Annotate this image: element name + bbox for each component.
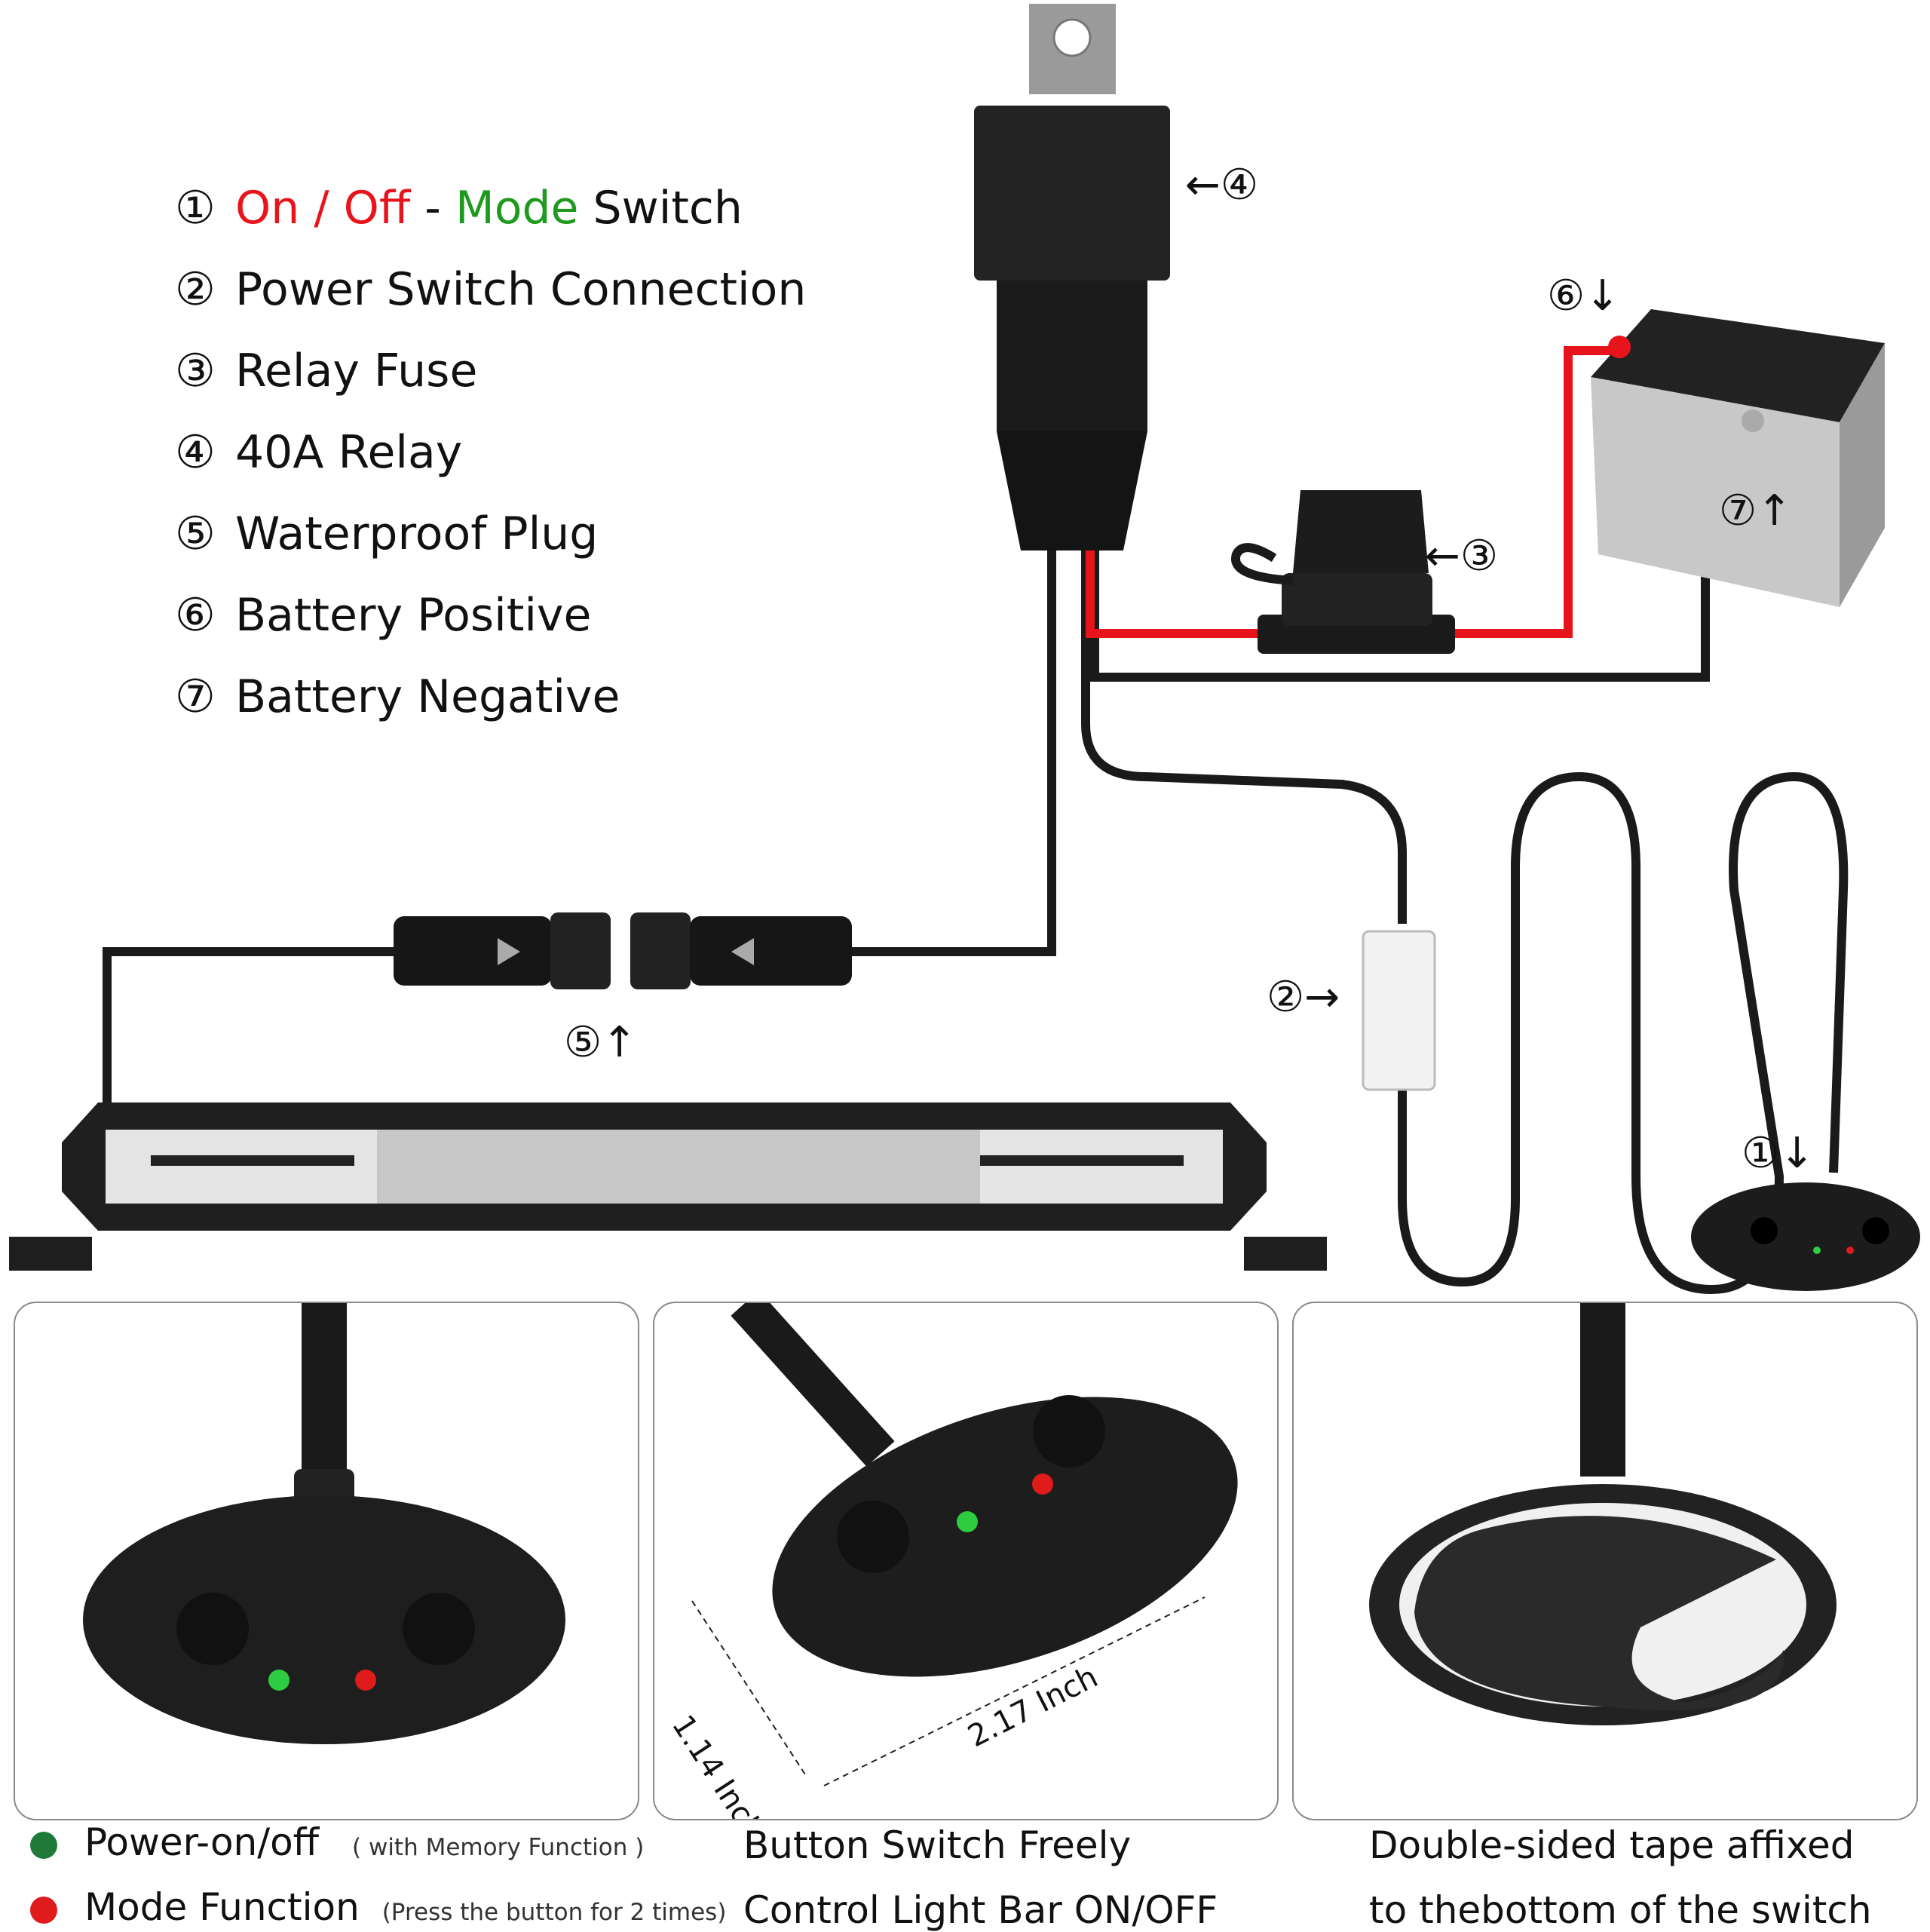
callout-fuse: ←③ xyxy=(1425,532,1499,581)
red-wire-to-battery xyxy=(1455,346,1619,638)
legend-label: Waterproof Plug xyxy=(235,508,599,560)
legend-label: Battery Positive xyxy=(235,589,592,642)
switch-small xyxy=(1691,1182,1920,1291)
callout-battery-negative: ⑦↑ xyxy=(1719,486,1793,535)
waterproof-plug xyxy=(394,912,852,989)
caption-mode-function: Mode Function (Press the button for 2 ti… xyxy=(30,1888,726,1926)
red-indicator-icon xyxy=(30,1896,57,1924)
legend-item-relay: ④ 40A Relay xyxy=(175,412,806,493)
power-on-off-label: Power-on/off xyxy=(84,1820,320,1864)
legend-mode: Mode xyxy=(455,182,579,235)
panel-switch-bottom-view xyxy=(1292,1302,1918,1820)
switch-dimension-view xyxy=(691,1303,1238,1786)
legend-item-power-connection: ② Power Switch Connection xyxy=(175,249,806,330)
legend-num: ① xyxy=(175,182,216,235)
legend-item-battery-positive: ⑥ Battery Positive xyxy=(175,575,806,656)
relay xyxy=(974,4,1170,550)
power-connector xyxy=(1362,930,1436,1091)
callout-relay: ←④ xyxy=(1185,161,1259,210)
battery xyxy=(1591,309,1885,607)
caption-button-line2: Control Light Bar ON/OFF xyxy=(743,1888,1218,1932)
legend-num: ④ xyxy=(175,426,216,479)
callout-power-connection: ②→ xyxy=(1267,973,1340,1022)
legend-item-relay-fuse: ③ Relay Fuse xyxy=(175,330,806,412)
fuse-holder xyxy=(1231,490,1455,654)
legend-item-switch: ① On / Off - Mode Switch xyxy=(175,167,806,249)
switch-bottom-view xyxy=(1369,1303,1837,1725)
legend-label: Battery Negative xyxy=(235,670,620,723)
legend-item-plug: ⑤ Waterproof Plug xyxy=(175,493,806,575)
caption-tape-line2: to thebottom of the switch xyxy=(1369,1888,1872,1932)
legend-label: Power Switch Connection xyxy=(235,263,807,316)
panel-switch-top-view xyxy=(14,1302,639,1820)
mode-function-label: Mode Function xyxy=(84,1885,360,1929)
legend-switch: Switch xyxy=(578,182,743,235)
red-wire-to-fuse xyxy=(1086,550,1258,638)
legend-on-off: On / Off xyxy=(235,182,411,235)
legend-num: ③ xyxy=(175,345,216,397)
legend-label: Relay Fuse xyxy=(235,345,478,397)
legend-dash: - xyxy=(410,182,455,235)
mode-function-note: (Press the button for 2 times) xyxy=(381,1899,727,1926)
legend-num: ⑦ xyxy=(175,670,216,723)
callout-battery-positive: ⑥↓ xyxy=(1547,271,1621,320)
panel-switch-dimensions: 1.14 Inch 2.17 Inch xyxy=(653,1302,1279,1820)
green-indicator-icon xyxy=(30,1831,57,1859)
legend: ① On / Off - Mode Switch ② Power Switch Co… xyxy=(175,167,806,738)
legend-num: ⑥ xyxy=(175,589,216,642)
switch-top-view xyxy=(83,1303,565,1744)
power-on-off-note: ( with Memory Function ) xyxy=(352,1834,645,1861)
caption-tape-line1: Double-sided tape affixed xyxy=(1369,1823,1855,1867)
caption-power-on-off: Power-on/off ( with Memory Function ) xyxy=(30,1823,644,1861)
legend-num: ② xyxy=(175,263,216,316)
callout-plug: ⑤↑ xyxy=(564,1018,638,1067)
legend-label: 40A Relay xyxy=(235,426,463,479)
legend-item-battery-negative: ⑦ Battery Negative xyxy=(175,656,806,738)
caption-button-line1: Button Switch Freely xyxy=(743,1823,1132,1867)
legend-num: ⑤ xyxy=(175,508,216,560)
light-bar xyxy=(9,1102,1327,1271)
callout-switch: ①↓ xyxy=(1742,1129,1815,1178)
